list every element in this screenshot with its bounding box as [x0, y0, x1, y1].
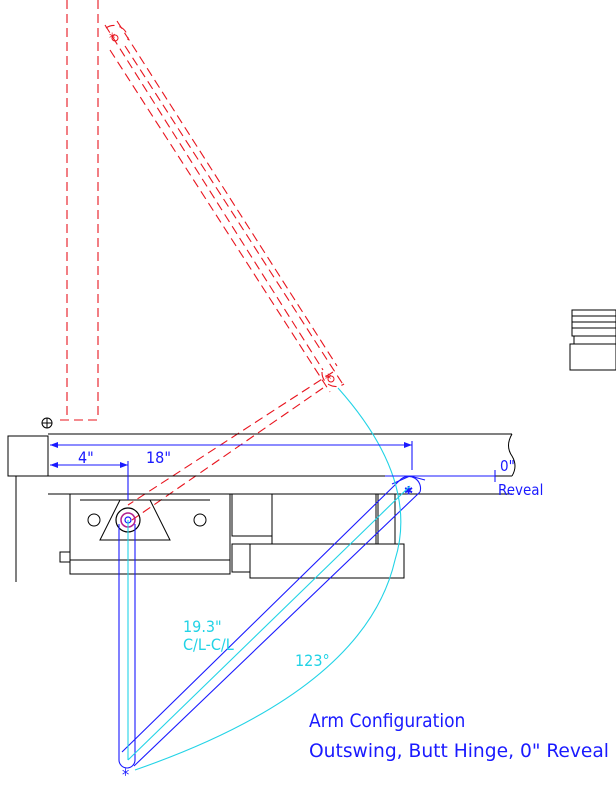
- hinge-symbol: [41, 417, 53, 429]
- operator-body: [59, 493, 405, 579]
- open-arm-pivot-top: *: [109, 31, 119, 47]
- dimension-18-line: [50, 441, 413, 470]
- closed-arm-main: [118, 524, 136, 769]
- reveal-label: Reveal: [498, 481, 543, 499]
- open-arm-pivot-elbow: *: [325, 372, 335, 388]
- arm-length-label: 19.3": [183, 617, 222, 636]
- caption-subtitle: Outswing, Butt Hinge, 0" Reveal: [309, 740, 609, 762]
- dimension-large-label: 18": [146, 448, 171, 467]
- open-door-outline: [60, 0, 99, 421]
- arm-elbow-pivot: *: [122, 765, 129, 784]
- main-arm-center-line: [127, 485, 411, 761]
- reveal-value: 0": [500, 457, 515, 475]
- dimension-small-label: 4": [78, 448, 94, 467]
- swing-arc: [134, 387, 402, 771]
- arm-shoe-pivot: *: [404, 482, 412, 502]
- swing-angle-label: 123°: [295, 651, 330, 670]
- dimension-4-line: [50, 461, 129, 500]
- arm-center-label: C/L-C/L: [183, 635, 234, 654]
- caption-title: Arm Configuration: [309, 710, 465, 732]
- svg-text:*: *: [109, 31, 115, 47]
- closer-side-view: [569, 309, 616, 371]
- svg-text:*: *: [405, 483, 412, 502]
- svg-text:*: *: [325, 372, 331, 388]
- open-arm-outline: [104, 20, 345, 521]
- reveal-leader: [385, 470, 496, 482]
- svg-text:*: *: [122, 765, 129, 784]
